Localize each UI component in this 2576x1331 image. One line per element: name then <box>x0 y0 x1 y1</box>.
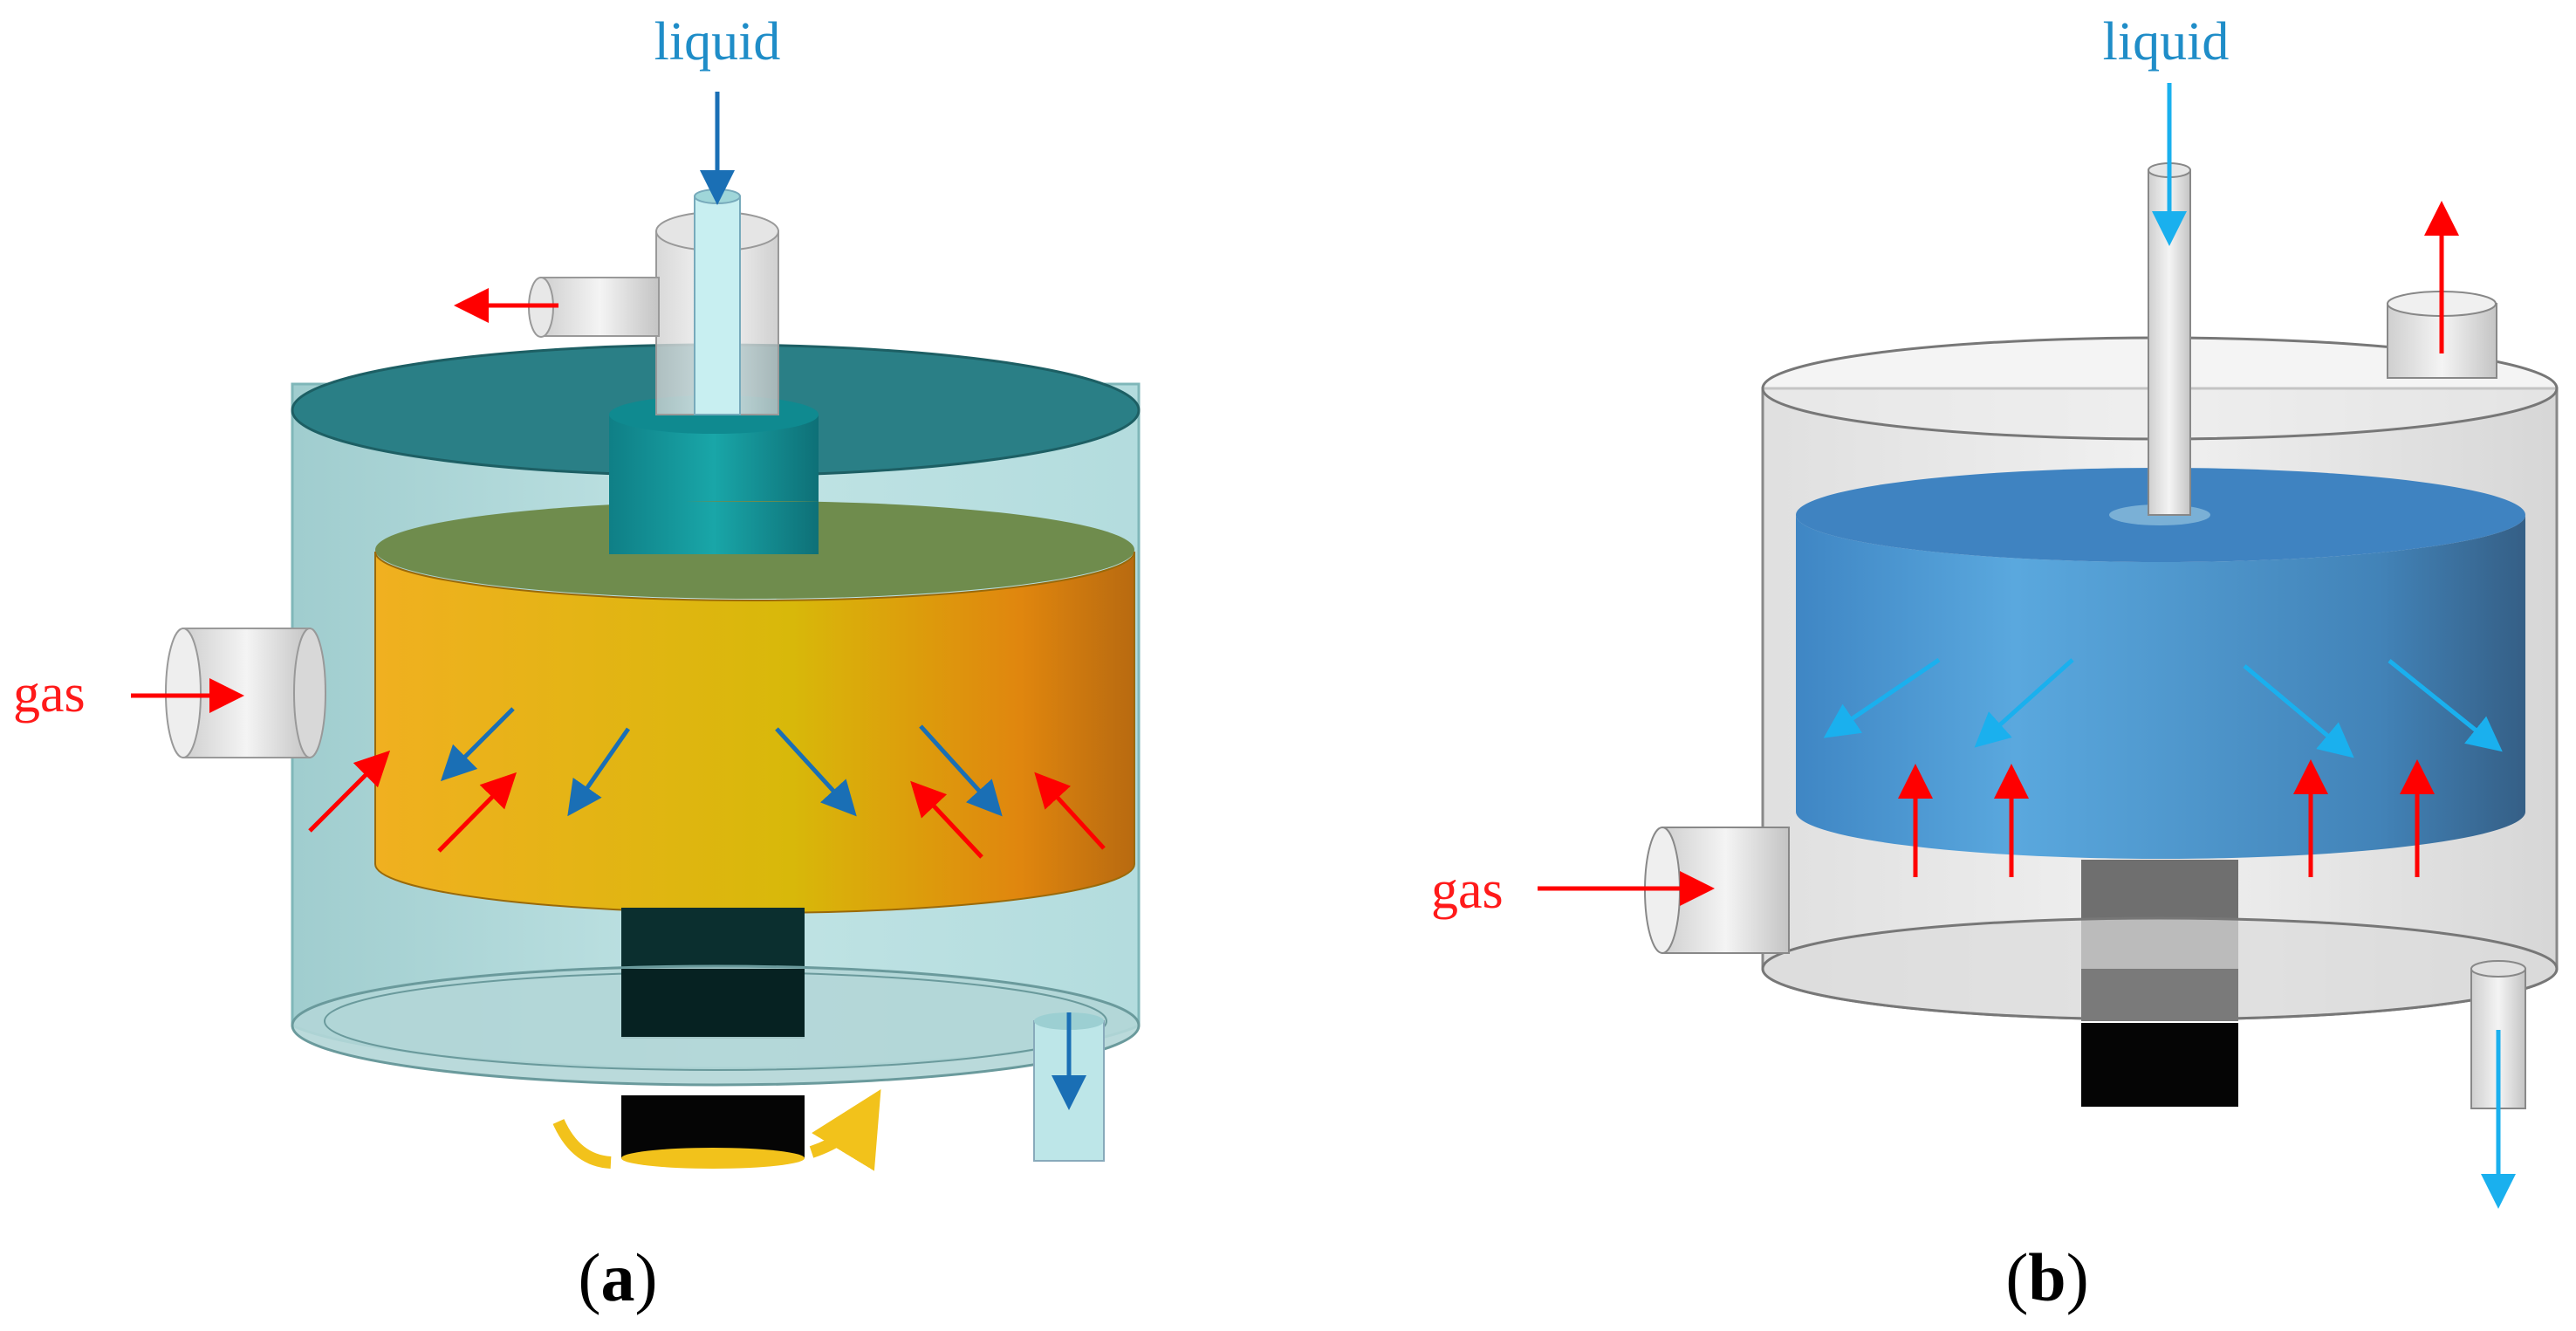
liquid-spray-arrow-b-3 <box>2243 664 2354 758</box>
gas-arrow-a-2 <box>437 772 517 853</box>
liquid-label-b: liquid <box>2103 12 2230 72</box>
gas-arrow-a-3 <box>910 780 983 859</box>
caption-a: (a) <box>579 1239 658 1315</box>
liquid-spray-arrow-2 <box>567 727 631 817</box>
rotation-arrow-a <box>552 1110 868 1163</box>
rotor-side-a <box>374 551 1135 914</box>
gas-arrow-a-1 <box>308 750 391 833</box>
gas-arrow-a-4 <box>1034 772 1106 850</box>
gas-label-a: gas <box>13 664 86 724</box>
liquid-inlet-pipe-a <box>694 196 741 415</box>
panel-a: liquid gas (a) <box>13 12 1141 1315</box>
liquid-spray-arrow-b-2 <box>1974 658 2074 748</box>
shaft-b-visible <box>2081 969 2238 1021</box>
rotor-side-b <box>1796 515 2525 859</box>
liquid-spray-arrow-b-4 <box>2388 659 2503 752</box>
gas-outlet-pipe-a <box>540 277 660 337</box>
gas-label-b: gas <box>1431 861 1504 920</box>
gas-inlet-pipe-a <box>182 628 311 758</box>
gas-inlet-rim-a <box>165 628 202 758</box>
motor-b <box>2081 1023 2238 1107</box>
motor-bottom-a <box>621 1148 805 1169</box>
caption-b: (b) <box>2005 1239 2088 1315</box>
shaft-a-visible <box>621 969 805 1037</box>
liquid-spray-arrow-4 <box>919 724 1003 817</box>
liquid-outlet-rim-b <box>2470 960 2526 978</box>
liquid-spray-arrow-b-1 <box>1823 657 1941 738</box>
liquid-label-a: liquid <box>654 12 781 72</box>
gas-inlet-rim-b-a <box>293 628 326 758</box>
liquid-spray-arrow-3 <box>775 727 857 817</box>
liquid-spray-arrow-1 <box>440 707 515 782</box>
hub-lower-a <box>609 502 819 554</box>
panel-b: liquid gas (b) <box>1431 12 2559 1315</box>
